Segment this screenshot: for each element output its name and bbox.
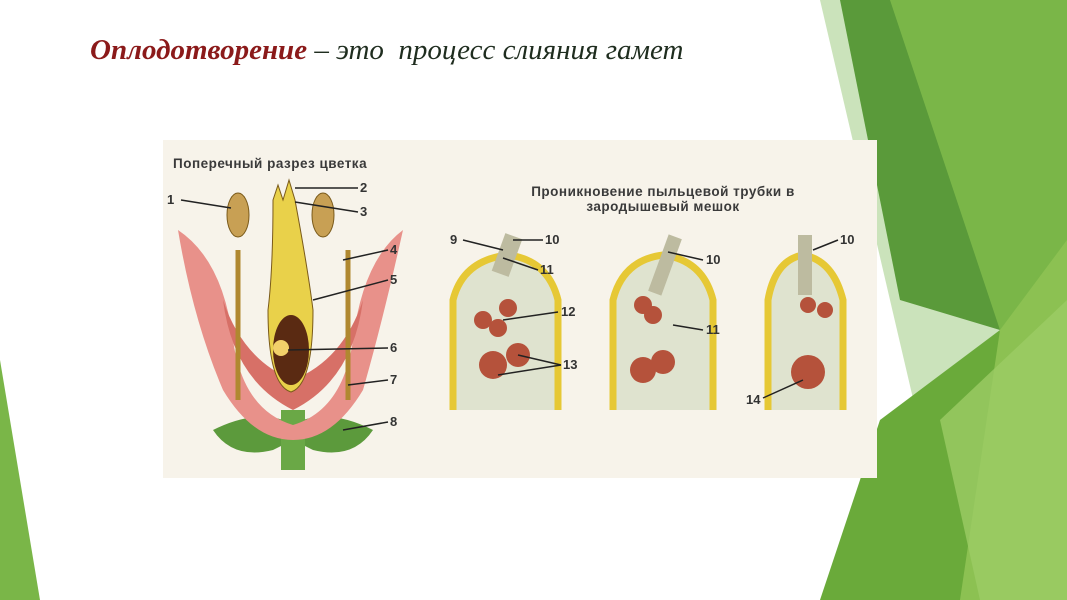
label-1: 1 [167, 192, 175, 207]
label-10b: 10 [706, 252, 721, 267]
label-4: 4 [390, 242, 398, 257]
title-term: Оплодотворение [90, 34, 308, 66]
label-3: 3 [360, 204, 368, 219]
label-7: 7 [390, 372, 398, 387]
fertilization-figure: Поперечный разрез цветка Проникновение п… [163, 140, 877, 478]
embryo-sacs [449, 233, 847, 410]
label-13: 13 [563, 357, 578, 372]
sac-caption-line1: Проникновение пыльцевой трубки в [531, 184, 795, 199]
label-14: 14 [746, 392, 761, 407]
flower-section [178, 178, 403, 470]
flower-caption: Поперечный разрез цветка [173, 156, 368, 171]
label-2: 2 [360, 180, 368, 195]
label-9: 9 [450, 232, 458, 247]
diagram-svg [178, 178, 847, 470]
label-8: 8 [390, 414, 398, 429]
title-definition: – это процесс слияния гамет [307, 34, 684, 66]
label-5: 5 [390, 272, 398, 287]
sac-caption-line2: зародышевый мешок [586, 199, 740, 214]
label-10a: 10 [545, 232, 560, 247]
label-6: 6 [390, 340, 398, 355]
label-12: 12 [561, 304, 576, 319]
label-10c: 10 [840, 232, 855, 247]
label-11b: 11 [706, 322, 720, 337]
sac-caption: Проникновение пыльцевой трубки в зародыш… [493, 184, 833, 214]
label-11a: 11 [540, 262, 554, 277]
slide-title: Оплодотворение – это процесс слияния гам… [90, 34, 683, 67]
